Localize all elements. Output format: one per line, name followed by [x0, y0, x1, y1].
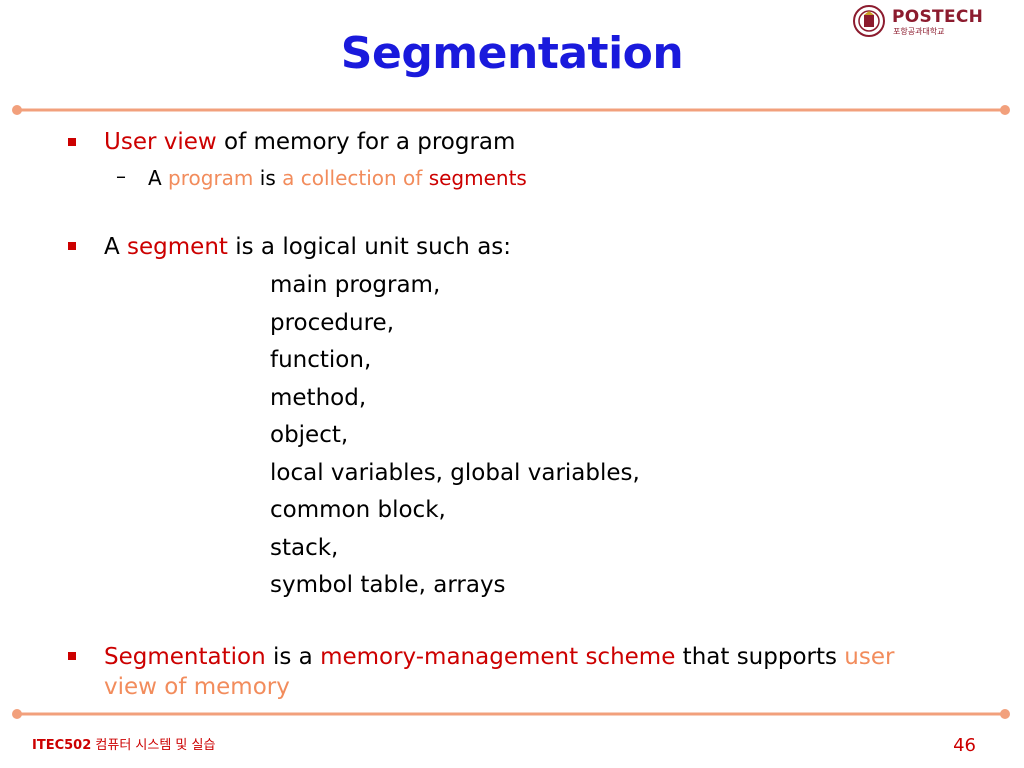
segment-item: main program, [270, 272, 441, 298]
slide-title: Segmentation [340, 28, 684, 79]
bullet-marker [68, 138, 76, 146]
bullet-2-a: A [104, 234, 128, 260]
term-segments: segments [428, 166, 527, 190]
segment-item: stack, [270, 535, 339, 561]
term-view-of-memory: view of memory [104, 674, 290, 700]
bullet-marker [68, 242, 76, 250]
segment-item: local variables, global variables, [270, 460, 640, 486]
university-seal-icon [853, 5, 885, 37]
term-segment: segment [127, 234, 228, 260]
bullet-1-text: of memory for a program [216, 129, 516, 155]
bullet-2-text: is a logical unit such as: [227, 234, 512, 260]
term-program: program [168, 166, 254, 190]
logo-wordmark: POSTECH [892, 7, 984, 27]
page-number: 46 [953, 735, 976, 756]
segment-item: symbol table, arrays [270, 572, 506, 598]
term-collection: a collection of [282, 166, 429, 190]
postech-logo: POSTECH 포항공과대학교 [852, 4, 988, 40]
sub-bullet-dash: – [116, 164, 126, 188]
top-divider [12, 105, 1010, 115]
segment-item: method, [270, 385, 367, 411]
bottom-divider [12, 709, 1010, 719]
segment-item: common block, [270, 497, 446, 523]
course-code: ITEC502 [32, 738, 92, 753]
bullet-3-supports: that supports [675, 644, 845, 670]
sub-bullet-program: A program is a collection of segments [148, 164, 527, 192]
logo-subtitle: 포항공과대학교 [893, 27, 945, 36]
course-name: 컴퓨터 시스템 및 실습 [91, 738, 216, 753]
bullet-marker [68, 652, 76, 660]
segment-item: object, [270, 422, 349, 448]
term-memory-management-scheme: memory-management scheme [320, 644, 676, 670]
segment-item: function, [270, 347, 372, 373]
segment-item: procedure, [270, 310, 395, 336]
bullet-user-view: User view of memory for a program [104, 128, 515, 156]
term-user-view: User view [104, 129, 217, 155]
term-segmentation: Segmentation [104, 644, 266, 670]
sub-a: A [148, 166, 169, 190]
bullet-segment: A segment is a logical unit such as: [104, 233, 511, 261]
bullet-segmentation: Segmentation is a memory-management sche… [104, 643, 894, 671]
term-user: user [844, 644, 895, 670]
bullet-3-is-a: is a [265, 644, 321, 670]
sub-is: is [253, 166, 283, 190]
footer-course: ITEC502 컴퓨터 시스템 및 실습 [32, 734, 215, 753]
